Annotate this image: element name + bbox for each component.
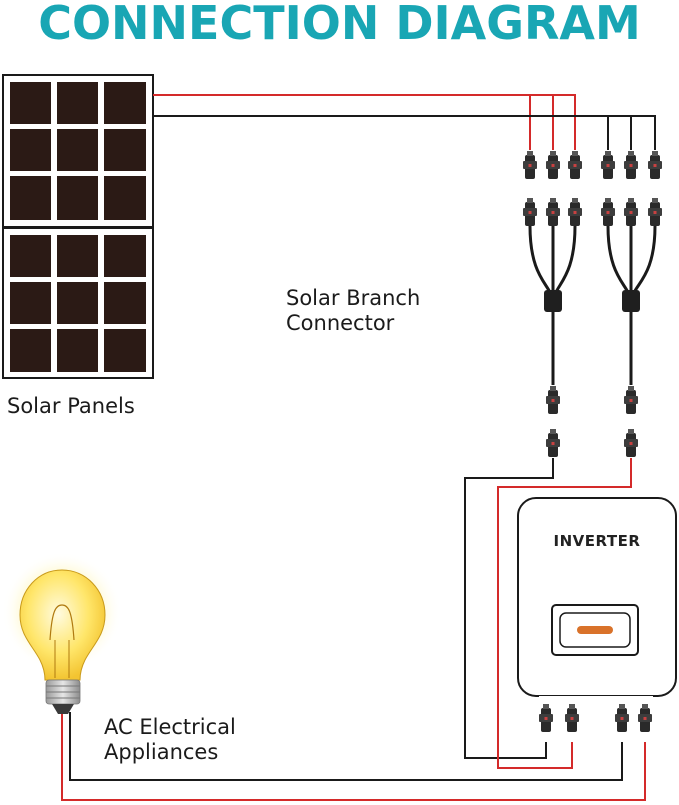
inverter-wires (61, 458, 646, 801)
branch-connector-icon (523, 151, 662, 457)
appliances-label-line1: AC Electrical (104, 715, 236, 739)
inverter-label: INVERTER (553, 532, 641, 550)
solar-panels-label: Solar Panels (7, 394, 135, 418)
light-bulb-icon (2, 552, 122, 714)
solar-panel-icon (2, 74, 154, 379)
panel-wires (153, 94, 656, 150)
branch-connector-label-line1: Solar Branch (286, 286, 421, 310)
branch-connector-label-line2: Connector (286, 311, 395, 335)
branch-connector-label: Solar Branch Connector (286, 286, 420, 336)
diagram-title: CONNECTION DIAGRAM (38, 0, 641, 50)
appliances-label-line2: Appliances (104, 740, 219, 764)
inverter-icon (517, 497, 677, 732)
appliances-label: AC Electrical Appliances (104, 715, 236, 765)
